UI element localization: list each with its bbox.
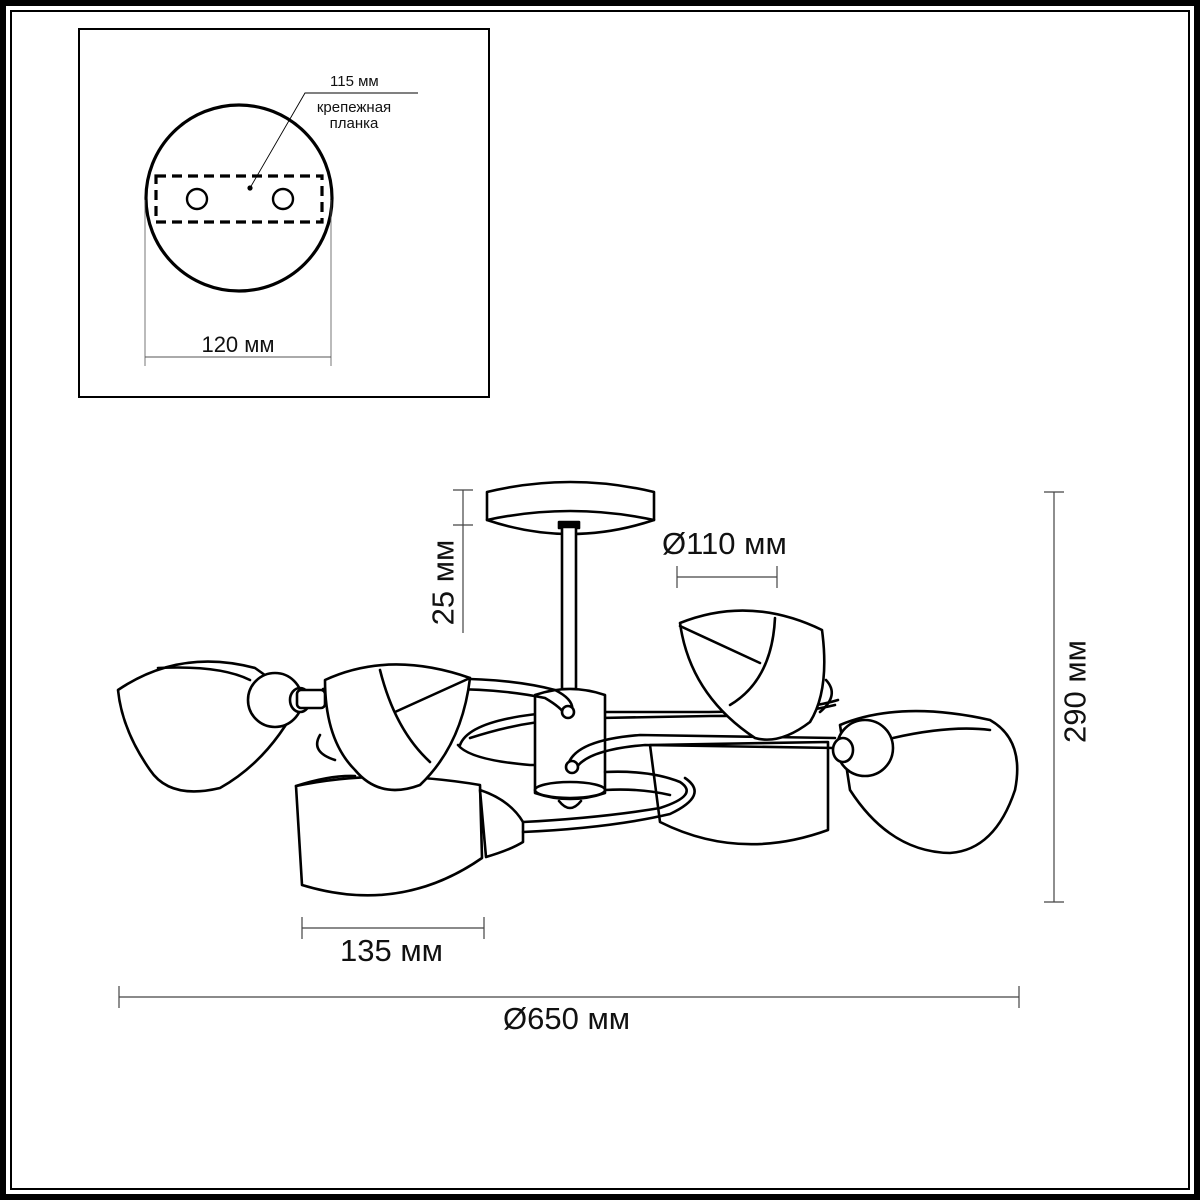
canopy-diameter-label: Ø110 мм — [662, 526, 787, 561]
ceiling-canopy — [485, 480, 656, 536]
chandelier-side-view — [116, 480, 1019, 897]
stem-rod — [560, 525, 578, 691]
mounting-bracket-outline — [154, 174, 324, 224]
mounting-inset-box — [78, 28, 490, 398]
screw-hole-right — [271, 187, 295, 211]
front-ring — [521, 770, 696, 834]
canopy-top-view — [144, 92, 418, 366]
dimension-lines — [118, 489, 1064, 1008]
shade-front-left — [294, 774, 525, 897]
total-diameter-label: Ø650 мм — [503, 1001, 631, 1036]
shade-width-label: 135 мм — [340, 933, 443, 968]
bracket-leader-line — [249, 92, 418, 189]
bracket-size-label: 115 мм — [330, 73, 379, 90]
bracket-label-line1: крепежная — [316, 99, 392, 116]
shade-far-left — [116, 660, 327, 793]
canopy-height-label: 25 мм — [425, 539, 461, 626]
central-hub — [533, 687, 607, 810]
bracket-label-line2: планка — [329, 115, 379, 132]
shade-upper-right — [678, 609, 834, 741]
shade-far-right — [831, 709, 1019, 855]
total-height-label: 290 мм — [1057, 640, 1093, 743]
shade-upper-left — [315, 663, 472, 792]
canopy-width-label: 120 мм — [201, 332, 275, 357]
shade-back-right — [648, 740, 830, 846]
inner-frame-border — [10, 10, 1190, 1190]
screw-hole-left — [185, 187, 209, 211]
